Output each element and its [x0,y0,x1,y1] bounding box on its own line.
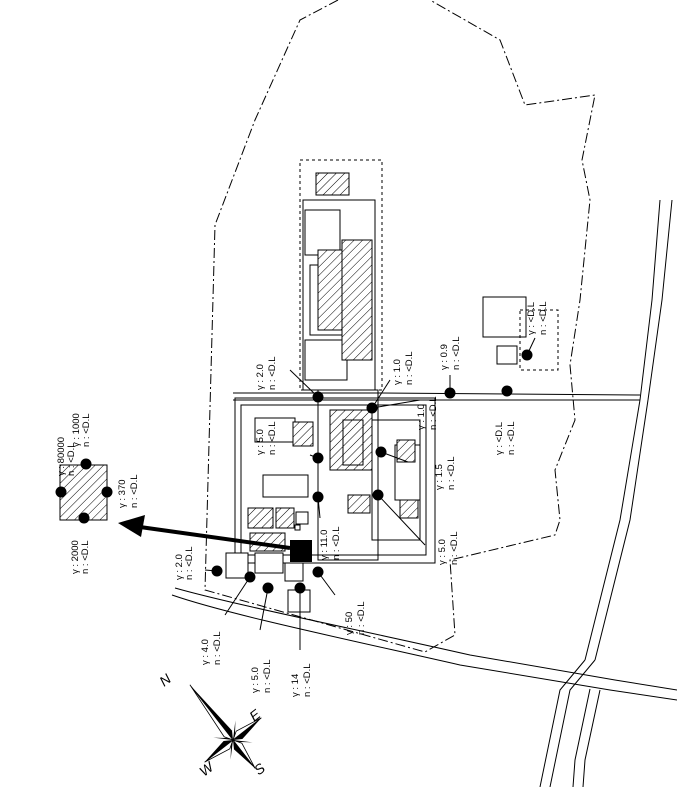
roads [171,199,677,787]
sample-points [55,349,533,594]
label-gamma: γ : <D.L [494,422,505,455]
compass-west-label: W [196,758,218,780]
arrow-to-inset [118,515,291,550]
sample-point [211,565,223,577]
compass-south-label: S [251,759,269,778]
label-n: n : <D.L [428,396,439,430]
label-gamma: γ : 2000 [70,540,81,574]
compass-east-label: E [246,706,264,725]
label-n: n : <D.L [129,474,140,508]
label-gamma: γ : 5.0 [437,539,448,565]
label-gamma: γ : 80000 [56,437,67,476]
label-gamma: γ : 2.0 [174,554,185,580]
sample-point [244,571,256,583]
sample-point [294,582,306,594]
facility [225,159,559,613]
sample-point [521,349,533,361]
label-n: n : <D.L [80,540,91,574]
inset-sample-area [59,464,108,521]
leader-lines [85,337,536,650]
label-n: n : <D.L [506,421,517,455]
label-gamma: γ : 5.0 [255,429,266,455]
label-n: n : <D.L [184,546,195,580]
label-n: n : <D.L [451,336,462,370]
label-n: n : <D.L [262,659,273,693]
sample-point [366,402,378,414]
sample-point [78,512,90,524]
label-gamma: γ : 5.0 [250,667,261,693]
sample-point [444,387,456,399]
sample-point [375,446,387,458]
compass-north-label: N [156,670,175,689]
label-n: n : <D.L [267,421,278,455]
label-gamma: γ : 1.0 [392,359,403,385]
label-n: n : <D.L [446,456,457,490]
labels: γ : 80000 n : <D.L γ : 1000 n : <D.L γ :… [56,301,549,697]
source-building [290,540,312,562]
label-n: n : <D.L [267,356,278,390]
sample-point [101,486,113,498]
label-gamma: γ : 1.0 [416,404,427,430]
label-gamma: γ : 370 [117,479,128,508]
label-gamma: γ : <D.L [526,302,537,335]
sample-point [501,385,513,397]
sample-point [80,458,92,470]
label-n: n : <D.L [302,663,313,697]
sample-point [312,391,324,403]
label-gamma: γ : 0.9 [439,344,450,370]
label-n: n : <D.L [81,413,92,447]
label-n: n : <D.L [449,531,460,565]
label-gamma: γ : 14 [290,674,301,697]
label-n: n : <D.L [538,301,549,335]
label-gamma: γ : 2.0 [255,364,266,390]
label-n: n : <D.L [404,351,415,385]
sample-point [372,489,384,501]
label-gamma: γ : 11.0 [319,530,330,560]
label-gamma: γ : 50 [344,612,355,635]
label-n: n : <D.L [331,526,342,560]
sample-point [312,491,324,503]
label-n: n : <D.L [356,601,367,635]
sample-point [312,566,324,578]
label-n: n : <D.L [212,631,223,665]
label-gamma: γ : 1.5 [434,464,445,490]
sample-point [312,452,324,464]
site-boundary [204,0,596,653]
label-n: n : <D.L [66,442,77,476]
compass-rose [189,684,262,769]
label-gamma: γ : 1000 [71,413,82,447]
label-gamma: γ : 4.0 [200,639,211,665]
sample-point [55,486,67,498]
sample-point [262,582,274,594]
